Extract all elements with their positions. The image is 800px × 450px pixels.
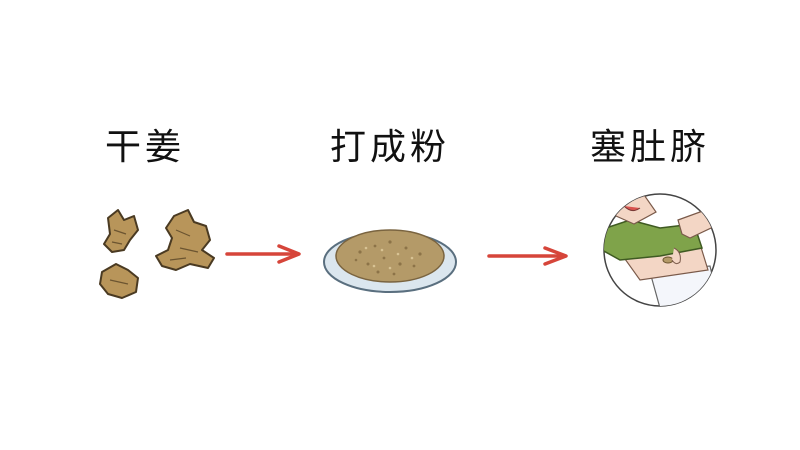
step-label-grind-powder: 打成粉 <box>330 127 451 168</box>
ginger-piece <box>99 263 139 299</box>
ginger-piece <box>155 209 215 271</box>
arrow-right-icon <box>487 246 568 266</box>
navel-application-icon <box>603 193 717 307</box>
dried-ginger-icon <box>99 209 215 299</box>
step-label-dried-ginger: 干姜 <box>105 127 186 168</box>
ginger-powder-bowl-icon <box>323 229 457 293</box>
powder <box>335 229 445 283</box>
step-label-navel: 塞肚脐 <box>590 127 711 168</box>
arrow-right-icon <box>225 244 301 264</box>
ginger-piece <box>103 209 139 253</box>
